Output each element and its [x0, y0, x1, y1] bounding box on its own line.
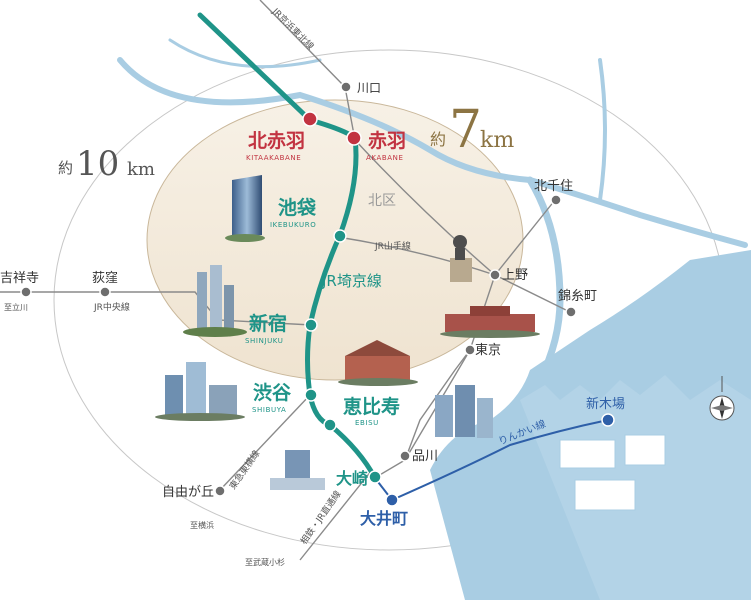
- label-jiyugaoka: 自由が丘: [162, 485, 214, 500]
- illustration-ueno-statue: [450, 235, 472, 282]
- label-ebisu: 恵比寿: [343, 395, 400, 418]
- illustration-tokyo-station: [440, 306, 540, 338]
- station-dot-akabane: [346, 130, 362, 146]
- rinkai-line: [374, 419, 609, 502]
- label-kita-ku: 北区: [368, 193, 396, 209]
- illustration-osaki: [270, 450, 325, 490]
- line-label-keihin-tohoku: JR京浜東北線: [269, 5, 316, 52]
- reclaimed-islands: [559, 434, 666, 511]
- station-dot-osaki: [368, 470, 382, 484]
- station-dot-ueno: [489, 269, 501, 281]
- inner-ring-value: 7: [449, 100, 482, 160]
- label-oimachi: 大井町: [360, 509, 408, 528]
- label-kawaguchi: 川口: [357, 81, 381, 95]
- label-kinshicho: 錦糸町: [558, 288, 597, 304]
- label-dir-musashikosugi: 至武蔵小杉: [245, 557, 285, 567]
- station-dot-tokyo: [464, 344, 476, 356]
- line-label-sotetsu: 相鉄・JR直通線: [298, 488, 344, 546]
- label-akabane: 赤羽: [368, 130, 406, 152]
- outer-ring-prefix: 約: [58, 159, 73, 177]
- label-ebisu-en: EBISU: [355, 419, 379, 427]
- outer-ring-unit: km: [127, 159, 155, 180]
- inner-ring-prefix: 約: [430, 130, 446, 149]
- illustration-shinagawa: [435, 385, 493, 438]
- label-ikebukuro-en: IKEBUKURO: [270, 221, 316, 229]
- label-shinjuku: 新宿: [249, 312, 287, 335]
- label-shinjuku-en: SHINJUKU: [245, 337, 284, 345]
- illustration-shibuya: [155, 362, 245, 421]
- illustration-ikebukuro: [225, 175, 265, 242]
- outer-ring-value: 10: [76, 144, 119, 184]
- station-dot-kawaguchi: [340, 81, 352, 93]
- line-label-chuo: JR中央線: [93, 301, 130, 313]
- station-dot-shibuya: [304, 388, 318, 402]
- label-dir-tachikawa: 至立川: [4, 302, 28, 312]
- label-kitaakabane-en: KITAAKABANE: [246, 154, 301, 162]
- label-akabane-en: AKABANE: [366, 154, 404, 162]
- station-dot-oimachi: [385, 493, 399, 507]
- illustration-ebisu: [338, 340, 418, 386]
- station-dot-ebisu: [323, 418, 337, 432]
- station-dot-kichijoji: [20, 286, 32, 298]
- line-label-saikyo: JR埼京線: [321, 272, 382, 290]
- label-shinagawa: 品川: [412, 449, 438, 464]
- label-kichijoji: 吉祥寺: [0, 271, 39, 286]
- station-dot-shinkiba: [601, 413, 615, 427]
- label-ogikubo: 荻窪: [92, 270, 118, 286]
- line-label-yamanote: JR山手線: [374, 240, 411, 252]
- illustration-shinjuku: [183, 265, 247, 337]
- station-dot-kitasenju: [550, 194, 562, 206]
- saikyo-station-dots: [304, 229, 382, 484]
- label-osaki: 大崎: [336, 469, 368, 488]
- station-dot-ikebukuro: [333, 229, 347, 243]
- label-shibuya: 渋谷: [253, 381, 292, 404]
- water-bodies: [117, 38, 748, 384]
- station-dot-shinjuku: [304, 318, 318, 332]
- compass-icon: [709, 376, 735, 421]
- label-shibuya-en: SHIBUYA: [252, 406, 286, 414]
- label-dir-yokohama: 至横浜: [190, 520, 214, 530]
- gray-station-dots: [20, 81, 577, 497]
- station-dot-kinshicho: [565, 306, 577, 318]
- label-shinkiba: 新木場: [586, 396, 625, 412]
- station-dot-ogikubo: [99, 286, 111, 298]
- label-tokyo: 東京: [475, 342, 501, 358]
- station-dot-jiyugaoka: [214, 485, 226, 497]
- label-kitasenju: 北千住: [534, 179, 573, 194]
- label-kitaakabane: 北赤羽: [248, 130, 305, 152]
- inner-ring-unit: km: [480, 128, 514, 153]
- label-ikebukuro: 池袋: [278, 196, 317, 219]
- station-dot-kitaakabane: [302, 111, 318, 127]
- station-dot-shinagawa: [399, 450, 411, 462]
- label-ueno: 上野: [502, 268, 528, 283]
- line-label-toyoko: 東急東横線: [227, 448, 263, 492]
